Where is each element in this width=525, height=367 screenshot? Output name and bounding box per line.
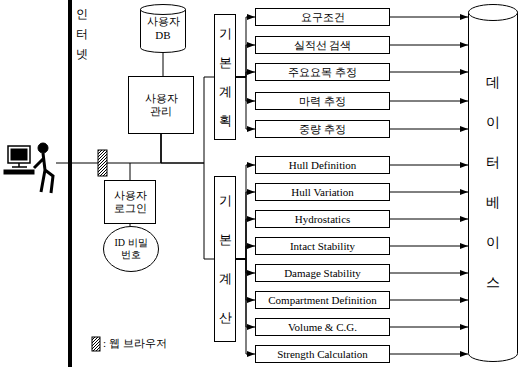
connector [236,165,255,259]
node-label: 기본계획 [219,19,232,135]
connector [163,53,164,76]
connector [236,246,255,259]
stage-band: 기본계획 [214,14,236,140]
task-box: Volume & C.G. [255,318,390,336]
node-label: 데이터베이스 [486,63,500,303]
connector [236,45,255,77]
node-label: 사용자 관리 [141,92,181,118]
cylinder-top [469,5,518,21]
database-tube: 데이터베이스 [468,4,518,362]
task-box: Strength Calculation [255,345,390,363]
connector [390,273,468,274]
node-label: 주요요목 추정 [288,66,357,79]
connector [390,165,468,166]
task-box: Damage Stability [255,264,390,282]
node-label: Compartment Definition [268,294,376,307]
user-figure [4,143,53,193]
connector [390,129,468,130]
web-browser-symbol [98,150,107,176]
connector [236,77,255,129]
connector [390,72,468,73]
connector [390,246,468,247]
internet-boundary [68,0,72,367]
node-label: 사용자 DB [144,15,182,41]
task-box: Hull Variation [255,183,390,201]
node-label: 요구조건 [301,11,345,24]
task-box: Hydrostatics [255,210,390,228]
database-cylinder: 사용자 DB [140,4,186,53]
task-box: 주요요목 추정 [255,63,390,81]
task-box: 중량 추정 [255,120,390,138]
wire [56,163,98,164]
node-label: Hull Definition [289,159,357,172]
task-box: 실적선 검색 [255,36,390,54]
task-box: Hull Definition [255,156,390,174]
legend-swatch [92,337,100,351]
circle-outline [104,227,159,272]
node-label: Damage Stability [284,267,361,280]
cylinder-body [141,9,186,53]
connector [130,224,131,226]
stage-band: 기본계산 [214,176,236,342]
connector [390,327,468,328]
connector [236,219,255,259]
connector [236,72,255,77]
task-box: Intact Stability [255,237,390,255]
login-box: 사용자 로그인 [104,180,156,224]
task-box: 요구조건 [255,8,390,26]
connector [236,259,255,354]
connector [390,17,468,18]
node-label: ID 비밀번호 [110,237,152,261]
connector [390,101,468,102]
connector [390,192,468,193]
legend-text: : 웹 브라우저 [103,336,167,351]
region-label: 인터넷 [76,4,88,64]
connector [390,219,468,220]
cylinder-top [141,5,186,15]
connector [390,354,468,355]
cylinder-body [469,12,518,362]
connector [390,300,468,301]
task-box: Compartment Definition [255,291,390,309]
node-label: Intact Stability [290,240,355,253]
id-circle: ID 비밀번호 [103,226,159,272]
node-label: 사용자 로그인 [109,189,151,215]
node-label: 기본계산 [219,181,232,337]
connector [236,17,255,77]
node-label: 중량 추정 [299,123,346,136]
connector [236,192,255,259]
process-box: 사용자 관리 [128,76,194,134]
node-label: Hull Variation [291,186,353,199]
task-box: 마력 추정 [255,92,390,110]
connector [161,134,214,259]
connector [390,45,468,46]
cylinder-outline [468,4,518,362]
node-label: 실적선 검색 [294,39,352,52]
node-label: Strength Calculation [277,348,368,361]
connector [130,134,161,180]
node-label: Hydrostatics [295,213,351,226]
node-label: Volume & C.G. [288,321,357,334]
wire [107,163,130,164]
node-label: 마력 추정 [299,95,346,108]
